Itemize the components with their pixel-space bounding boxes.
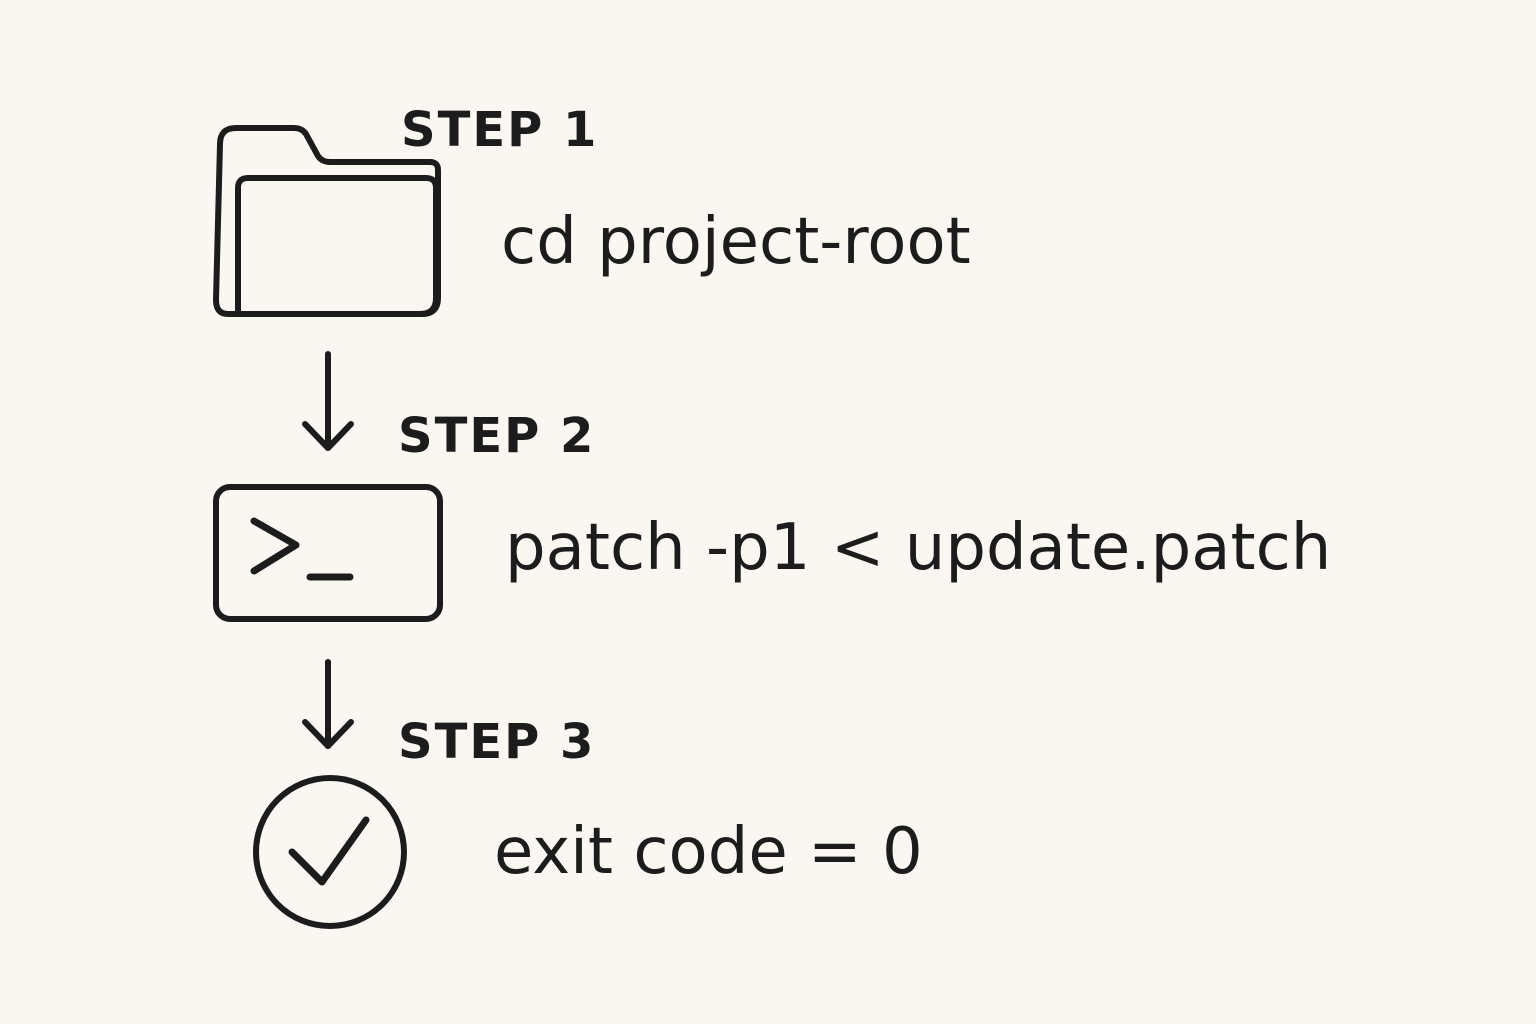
check-circle-icon [253,775,407,929]
step-2-label: STEP 2 [398,408,596,464]
step-3-command: exit code = 0 [494,815,923,889]
arrow-down-icon [302,351,354,451]
terminal-icon [213,484,443,622]
step-3-label: STEP 3 [398,714,596,770]
step-2-command: patch -p1 < update.patch [505,511,1332,585]
step-1-command: cd project-root [501,205,971,279]
step-1-label: STEP 1 [401,102,599,158]
arrow-down-icon [302,659,354,749]
folder-icon [213,125,441,317]
